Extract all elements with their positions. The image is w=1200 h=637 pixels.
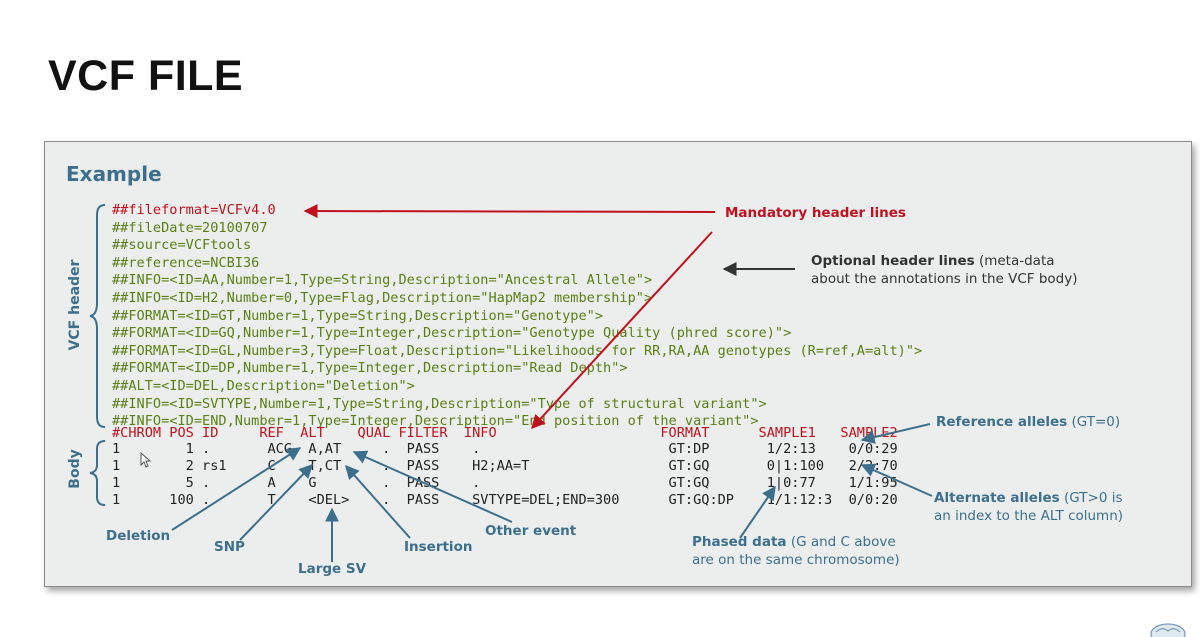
alternate-annotation: Alternate alleles (GT>0 is an index to t… <box>934 489 1123 525</box>
deletion-annotation: Deletion <box>106 528 171 544</box>
phased-annotation: Phased data (G and C above are on the sa… <box>692 533 900 569</box>
optional-header-line: ##ALT=<ID=DEL,Description="Deletion"> <box>112 378 415 394</box>
insertion-annotation: Insertion <box>404 539 473 555</box>
optional-header-line: ##FORMAT=<ID=DP,Number=1,Type=Integer,De… <box>112 360 628 377</box>
mandatory-header-line: ##fileformat=VCFv4.0 <box>112 202 276 218</box>
body-brace <box>89 440 106 506</box>
body-row: 1 5 . A G . PASS . GT:GQ 1|0:77 1/1:95 <box>112 475 898 491</box>
phased-annotation-text: (G and C above <box>790 534 896 550</box>
body-label: Body <box>67 449 83 489</box>
alternate-annotation-bold: Alternate alleles <box>934 490 1060 506</box>
alternate-annotation-text: an index to the ALT column) <box>934 508 1124 524</box>
optional-header-line: ##FORMAT=<ID=GQ,Number=1,Type=Integer,De… <box>112 325 792 342</box>
brain-logo-icon <box>1150 623 1186 637</box>
large-sv-annotation: Large SV <box>298 561 367 577</box>
columns-line: #CHROM POS ID REF ALT QUAL FILTER INFO F… <box>112 425 898 441</box>
body-row: 1 2 rs1 C T,CT . PASS H2;AA=T GT:GQ 0|1:… <box>112 458 898 474</box>
reference-annotation-bold: Reference alleles <box>936 414 1068 430</box>
mandatory-annotation: Mandatory header lines <box>725 205 906 221</box>
optional-header-line: ##INFO=<ID=AA,Number=1,Type=String,Descr… <box>112 272 653 289</box>
vcf-header-label: VCF header <box>67 259 83 351</box>
optional-header-line: ##INFO=<ID=SVTYPE,Number=1,Type=String,D… <box>112 395 767 412</box>
body-row: 1 1 . ACG A,AT . PASS . GT:DP 1/2:13 0/0… <box>112 441 898 457</box>
snp-annotation: SNP <box>214 539 245 555</box>
optional-annotation: Optional header lines (meta-data about t… <box>811 252 1078 288</box>
vcf-header-brace <box>89 204 106 428</box>
optional-header-line: ##source=VCFtools <box>112 237 252 254</box>
optional-annotation-text: about the annotations in the VCF body) <box>811 271 1078 287</box>
slide-title: VCF FILE <box>48 52 244 100</box>
alternate-annotation-text: (GT>0 is <box>1064 490 1123 506</box>
optional-header-line: ##FORMAT=<ID=GT,Number=1,Type=String,Des… <box>112 307 604 324</box>
phased-annotation-bold: Phased data <box>692 534 787 550</box>
optional-header-line: ##INFO=<ID=H2,Number=0,Type=Flag,Descrip… <box>112 290 653 306</box>
example-heading: Example <box>66 162 162 186</box>
optional-header-line: ##reference=NCBI36 <box>112 254 260 271</box>
other-event-annotation: Other event <box>485 523 577 539</box>
phased-annotation-text: are on the same chromosome) <box>692 552 900 568</box>
reference-annotation-text: (GT=0) <box>1071 414 1121 430</box>
optional-header-line: ##FORMAT=<ID=GL,Number=3,Type=Float,Desc… <box>112 342 923 359</box>
optional-annotation-bold: Optional header lines <box>811 253 975 269</box>
mouse-cursor-icon <box>140 452 152 468</box>
reference-annotation: Reference alleles (GT=0) <box>936 413 1120 431</box>
body-row: 1 100 . T <DEL> . PASS SVTYPE=DEL;END=30… <box>112 492 898 508</box>
optional-header-line: ##fileDate=20100707 <box>112 219 268 236</box>
optional-annotation-text: (meta-data <box>978 253 1055 269</box>
